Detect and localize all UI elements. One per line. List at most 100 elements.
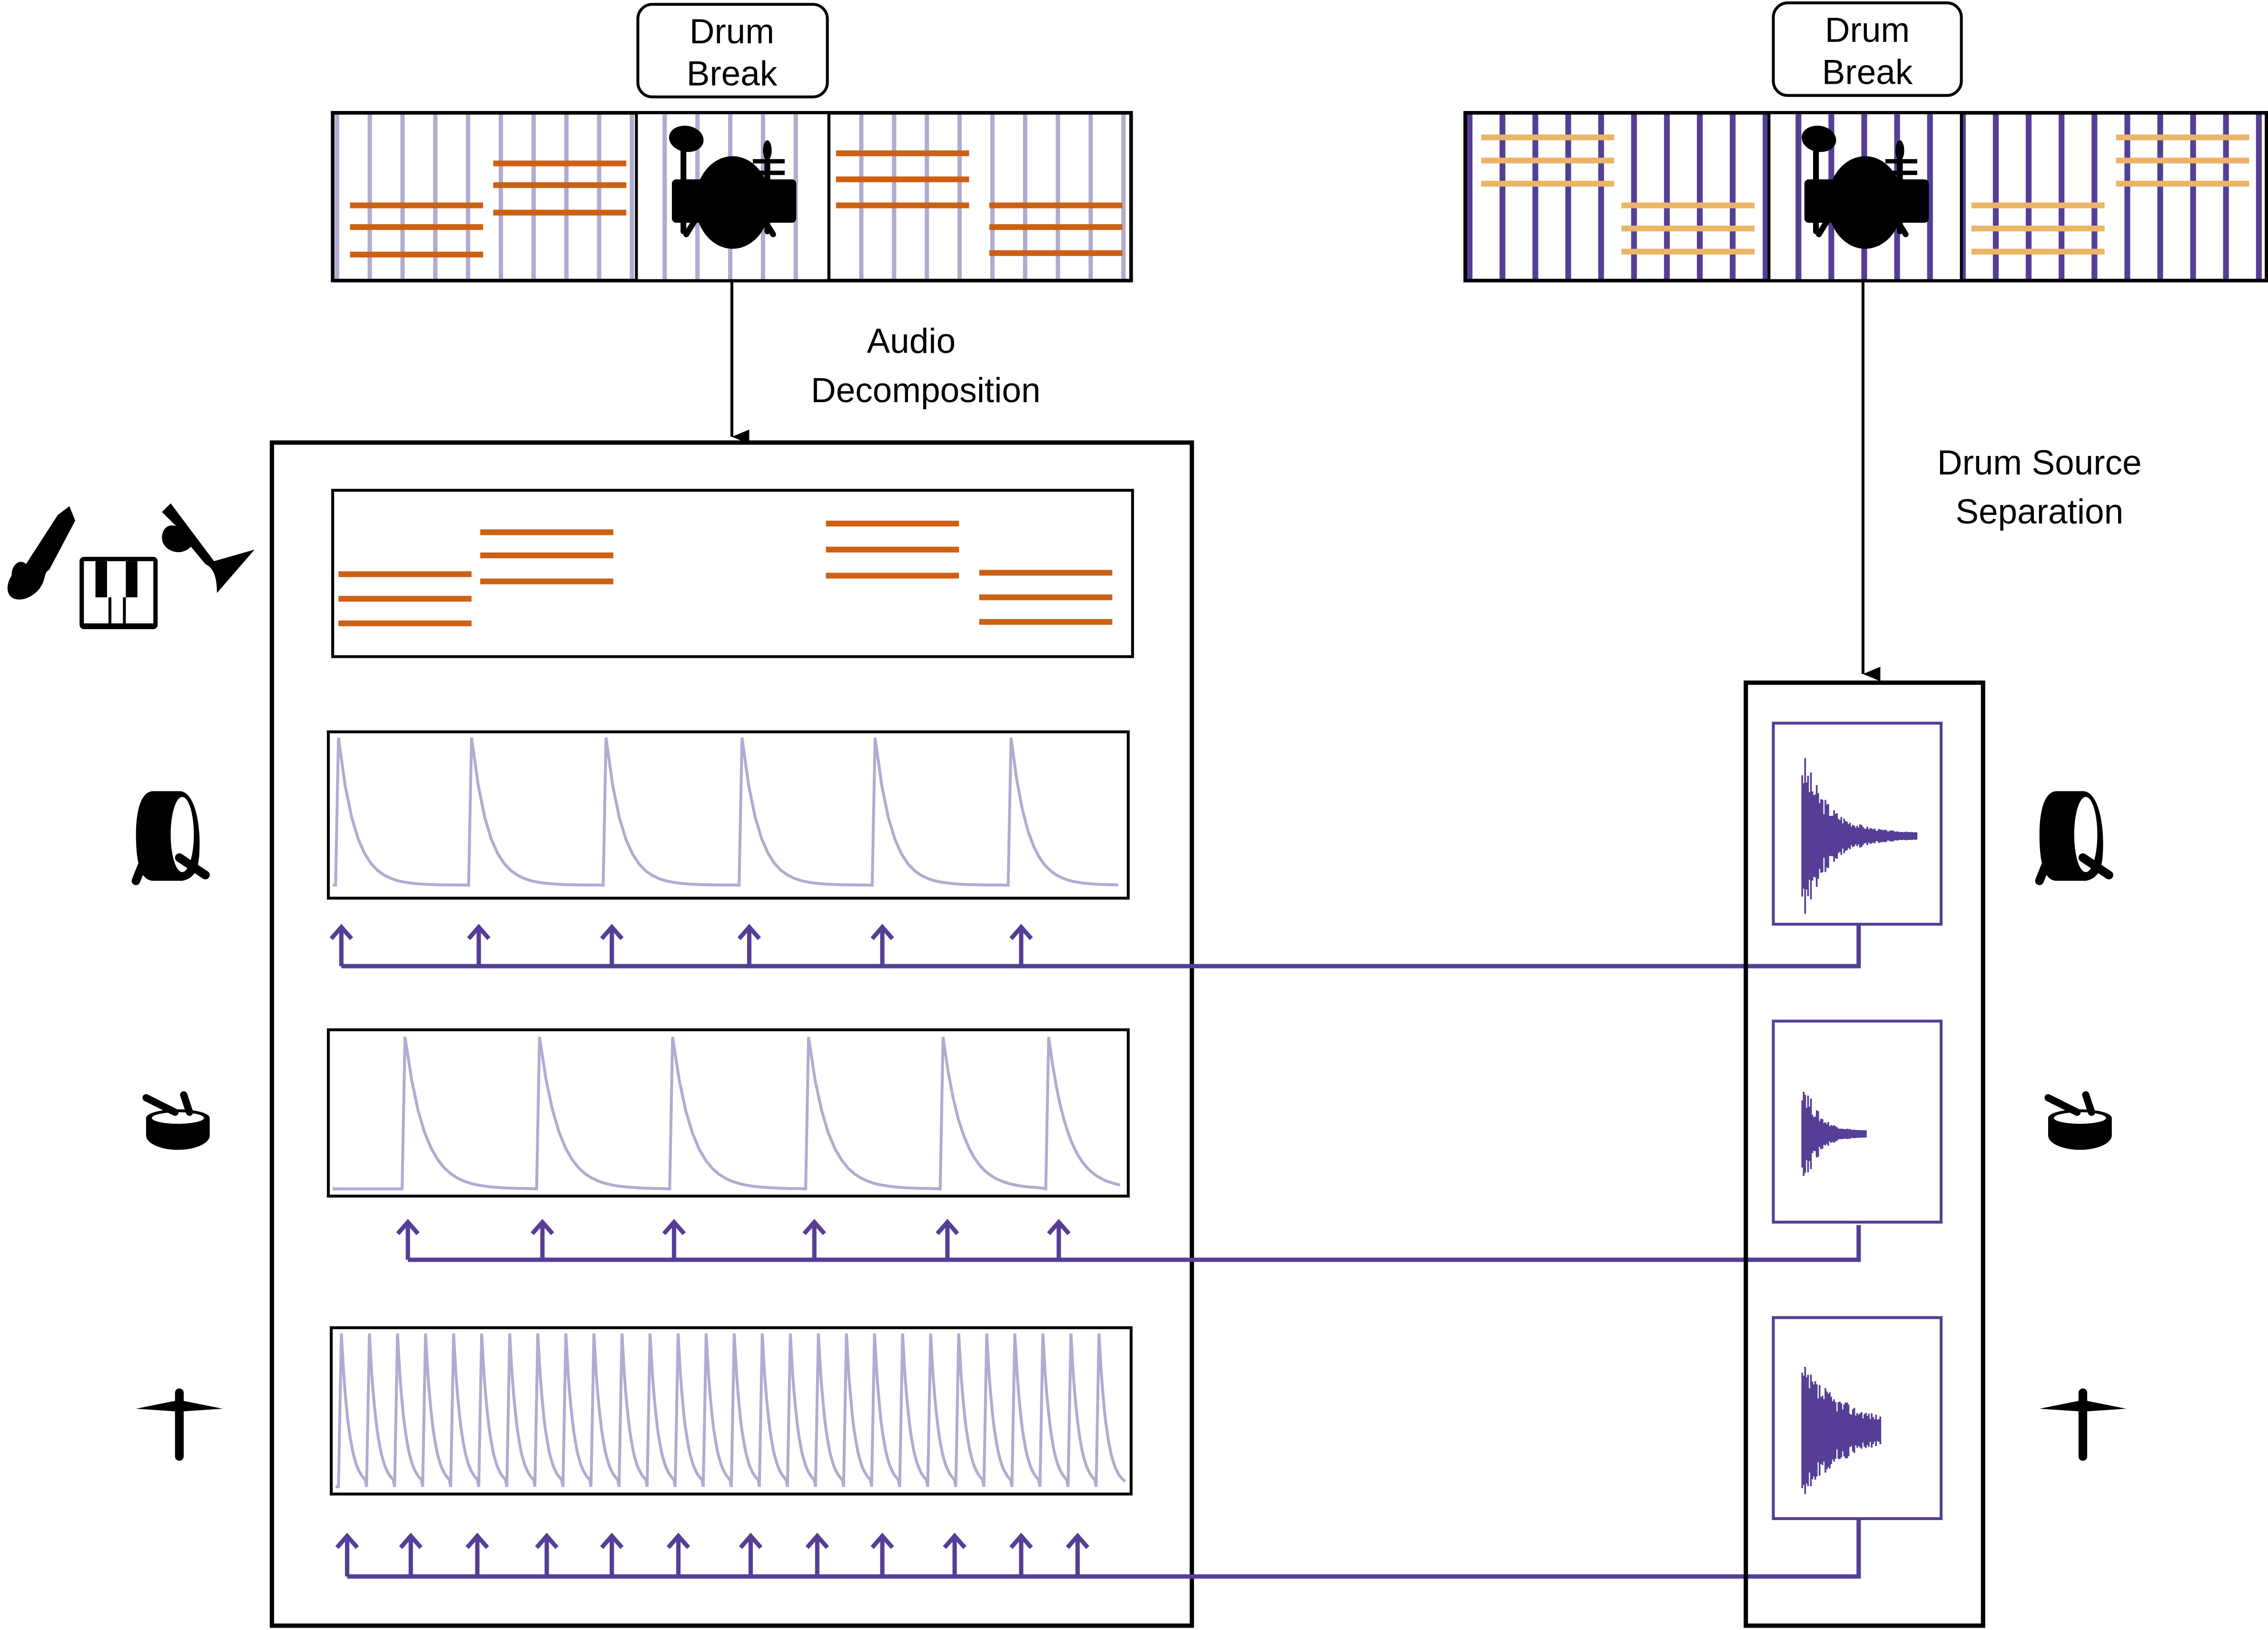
- kick-activation-panel: [326, 730, 1130, 900]
- note-bar: [1971, 202, 2105, 208]
- note-bar: [989, 224, 1123, 230]
- note-bar: [350, 224, 483, 230]
- onset-arrow-head: [465, 1532, 489, 1549]
- separation-container: [1744, 680, 1985, 1628]
- separated-source-kick: [1772, 721, 1943, 926]
- note-bar: [1621, 248, 1755, 255]
- kick-drum-icon: [136, 791, 206, 880]
- note-bar: [2116, 134, 2249, 140]
- onset-arrow-head: [535, 1532, 559, 1549]
- caption-decomposition: Decomposition: [811, 371, 1040, 410]
- onset-arrow-head: [531, 1219, 554, 1235]
- onset-arrow-head: [1065, 1532, 1090, 1549]
- note-bar: [989, 202, 1123, 208]
- onset-arrow-head: [662, 1219, 686, 1235]
- onset-arrow-head: [1009, 1532, 1033, 1549]
- note-bar: [826, 573, 959, 579]
- onset-arrow-head: [805, 1532, 829, 1549]
- note-bar: [979, 594, 1113, 601]
- activation-line: [335, 1333, 1126, 1489]
- cymbal-icon-right: [2039, 1388, 2127, 1461]
- note-bar: [350, 251, 483, 257]
- onset-arrow-head: [936, 1219, 959, 1235]
- right-track-strip: [1463, 111, 2268, 283]
- snare-activation-curve: [333, 1037, 1121, 1191]
- note-bar: [493, 160, 627, 167]
- right-drum-break-label: Drum Break: [1772, 1, 1963, 97]
- note-bar: [836, 150, 969, 157]
- note-bar: [338, 571, 472, 577]
- hihat-activation-curve: [335, 1333, 1126, 1489]
- note-bar: [836, 202, 969, 208]
- onset-arrow-head: [467, 924, 491, 940]
- onset-arrow-head: [1009, 924, 1033, 940]
- onset-arrow-head: [399, 1532, 423, 1549]
- guitar-piano-trumpet-icon: [7, 503, 255, 629]
- onset-arrow-head: [802, 1219, 826, 1235]
- note-bar: [338, 620, 472, 626]
- snare-drum-icon: [146, 1095, 210, 1150]
- note-bar: [2116, 180, 2249, 187]
- note-bar: [350, 202, 483, 208]
- caption-separation: Separation: [1955, 493, 2123, 531]
- note-bar: [1621, 202, 1755, 208]
- onset-arrow-head: [739, 1532, 763, 1549]
- separated-source-snare: [1772, 1019, 1943, 1224]
- onset-arrow-head: [396, 1219, 420, 1235]
- onset-arrow-head: [600, 924, 624, 940]
- note-bar: [836, 176, 969, 182]
- note-bar: [493, 182, 627, 188]
- source-waveform: [1801, 1367, 1882, 1494]
- activation-line: [333, 737, 1118, 887]
- caption-audio: Audio: [867, 322, 956, 361]
- note-bar: [826, 521, 959, 527]
- source-waveform-panel: [1772, 721, 1943, 926]
- source-waveform: [1801, 1092, 1867, 1176]
- harmonic-notes: [338, 521, 1113, 626]
- note-bar: [480, 529, 613, 535]
- note-bar: [1971, 226, 2105, 232]
- note-bar: [989, 250, 1123, 256]
- onset-arrow-head: [737, 924, 761, 940]
- onset-arrow-head: [600, 1532, 624, 1549]
- left-drum-break-label: Drum Break: [636, 3, 829, 99]
- note-bar: [2116, 158, 2249, 164]
- onset-arrow-head: [943, 1532, 966, 1549]
- note-bar: [979, 619, 1113, 625]
- separated-source-hihat: [1772, 1316, 1943, 1521]
- note-bar: [338, 596, 472, 602]
- note-bar: [480, 578, 613, 584]
- activation-line: [333, 1037, 1121, 1191]
- onset-arrow-head: [335, 1532, 359, 1549]
- note-bar: [979, 570, 1113, 576]
- label-line-1: Drum: [1825, 11, 1910, 49]
- onset-arrow-head: [870, 1532, 894, 1549]
- note-bar: [480, 552, 613, 559]
- source-waveform: [1801, 758, 1918, 914]
- onset-connector: [347, 1520, 1861, 1579]
- caption-drum-source: Drum Source: [1937, 444, 2142, 482]
- hihat-onset-arrows: [335, 1520, 1861, 1579]
- snare-drum-icon-right: [2048, 1095, 2112, 1150]
- kick-activation-curve: [333, 737, 1118, 887]
- note-bar: [1481, 180, 1615, 187]
- snare-activation-panel: [326, 1028, 1130, 1198]
- note-bar: [826, 546, 959, 553]
- label-line-1: Drum: [690, 12, 774, 51]
- note-bar: [1971, 248, 2105, 255]
- kick-drum-icon-right: [2040, 791, 2109, 880]
- onset-arrow-head: [329, 924, 354, 940]
- note-bar: [1481, 158, 1615, 164]
- label-line-2: Break: [1822, 53, 1913, 91]
- note-bar: [1481, 134, 1615, 140]
- onset-arrow-head: [666, 1532, 690, 1549]
- label-line-2: Break: [687, 54, 778, 93]
- decomposition-container: [269, 440, 1194, 1628]
- onset-arrow-head: [870, 924, 894, 940]
- cymbal-icon: [136, 1388, 223, 1461]
- left-track-strip: [331, 111, 1133, 283]
- note-bar: [1621, 226, 1755, 232]
- note-bar: [493, 209, 627, 216]
- kick-onset-arrows: [329, 924, 1861, 968]
